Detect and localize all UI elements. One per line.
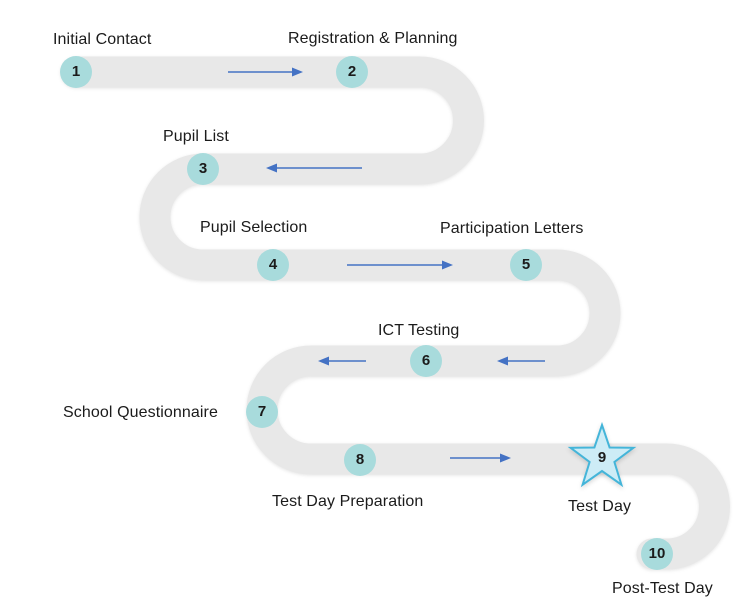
- step-3-marker: 3: [187, 153, 219, 185]
- arrow-left-icon: [318, 356, 366, 366]
- step-8-label: Test Day Preparation: [272, 493, 424, 510]
- arrow-right-icon: [347, 260, 453, 270]
- arrow-right-icon: [228, 67, 303, 77]
- step-4-marker: 4: [257, 249, 289, 281]
- step-9-label: Test Day: [568, 498, 632, 515]
- step-1-marker: 1: [60, 56, 92, 88]
- step-10-marker: 10: [641, 538, 673, 570]
- step-7-marker: 7: [246, 396, 278, 428]
- step-2-label: Registration & Planning: [288, 30, 458, 47]
- step-1-label: Initial Contact: [53, 31, 152, 48]
- step-10-label: Post-Test Day: [612, 580, 713, 597]
- step-5-label: Participation Letters: [440, 220, 584, 237]
- process-path: [60, 56, 730, 570]
- step-6-marker: 6: [410, 345, 442, 377]
- step-8-marker: 8: [344, 444, 376, 476]
- step-2-marker: 2: [336, 56, 368, 88]
- step-5-marker: 5: [510, 249, 542, 281]
- arrow-right-icon: [450, 453, 511, 463]
- arrow-left-icon: [497, 356, 545, 366]
- step-7-label: School Questionnaire: [63, 404, 218, 421]
- step-3-label: Pupil List: [163, 128, 229, 145]
- star-icon: [567, 421, 637, 488]
- step-4-label: Pupil Selection: [200, 219, 308, 236]
- step-6-label: ICT Testing: [378, 322, 460, 339]
- step-9-marker: 9: [597, 449, 607, 466]
- arrow-left-icon: [266, 163, 362, 173]
